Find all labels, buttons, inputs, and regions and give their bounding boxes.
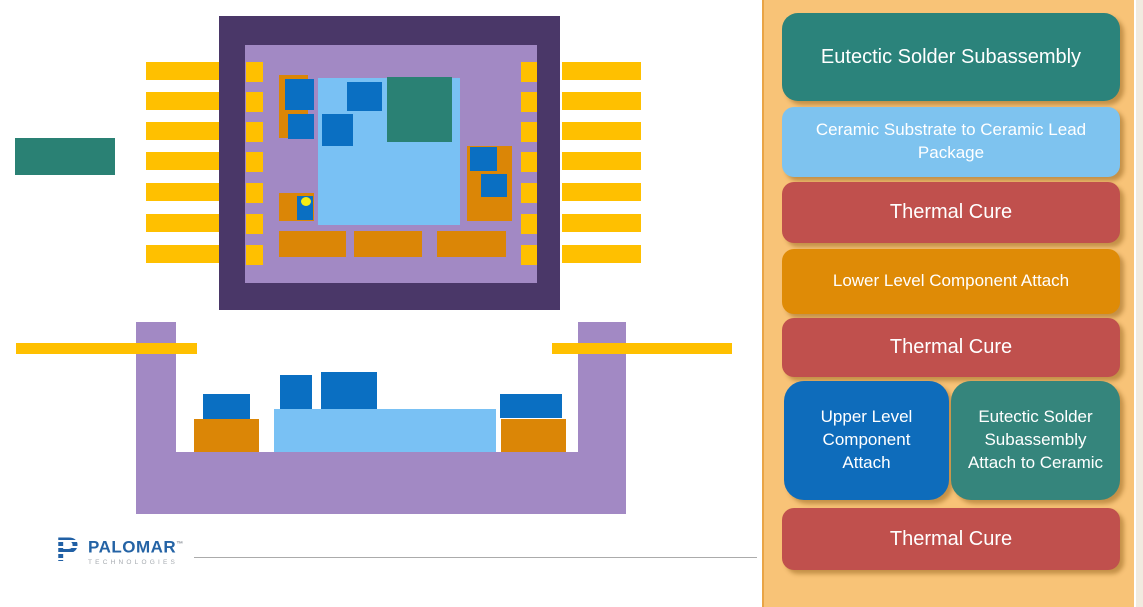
bond-pad (521, 152, 537, 172)
bond-pad (246, 92, 263, 112)
package-lead (552, 343, 732, 354)
chip-component (203, 394, 250, 419)
flow-step-thermal-cure-3: Thermal Cure (782, 508, 1120, 570)
logo-stripes (56, 536, 82, 564)
bond-pad (246, 183, 263, 203)
component-pad (501, 419, 566, 452)
package-lead (562, 214, 641, 232)
flow-step-upper-level-component-attach: Upper Level Component Attach (784, 381, 949, 500)
bond-pad (521, 245, 537, 265)
package-lead (562, 92, 641, 110)
package-lead (16, 343, 197, 354)
bond-pad (521, 214, 537, 234)
package-lead (146, 245, 219, 263)
package-lead (562, 122, 641, 140)
flow-step-thermal-cure-1: Thermal Cure (782, 182, 1120, 243)
logo-subtitle: TECHNOLOGIES (88, 558, 179, 566)
eutectic-solder-block (15, 138, 115, 175)
chip-component (280, 375, 312, 409)
flow-step-eutectic-subassembly-attach-to-ceramic: Eutectic Solder Subassembly Attach to Ce… (951, 381, 1120, 500)
palomar-logo: P PALOMAR™ TECHNOLOGIES (56, 536, 184, 566)
package-lead (562, 62, 641, 80)
package-lead (562, 183, 641, 201)
flow-step-thermal-cure-2: Thermal Cure (782, 318, 1120, 377)
package-lead (146, 152, 219, 170)
flow-step-ceramic-substrate-to-lead-package: Ceramic Substrate to Ceramic Lead Packag… (782, 107, 1120, 177)
bottom-component-bar (279, 231, 346, 257)
bond-pad (521, 122, 537, 142)
package-base (136, 452, 626, 514)
bond-pad (246, 152, 263, 172)
bond-pad (521, 183, 537, 203)
bond-pad (521, 92, 537, 112)
package-lead (146, 92, 219, 110)
chip-component (347, 82, 382, 111)
package-lead (146, 183, 219, 201)
logo-text: PALOMAR™ TECHNOLOGIES (88, 536, 184, 566)
chip-component (470, 147, 497, 171)
panel-right-edge-strip (1134, 0, 1143, 607)
die-substrate (274, 409, 496, 452)
process-flow-panel: Eutectic Solder Subassembly Ceramic Subs… (762, 0, 1134, 607)
chip-component (321, 372, 377, 409)
chip-component (285, 79, 314, 110)
chip-component (288, 114, 314, 139)
package-lead (146, 214, 219, 232)
package-lead (562, 152, 641, 170)
chip-component (322, 114, 353, 146)
chip-component (500, 394, 562, 418)
flow-step-lower-level-component-attach: Lower Level Component Attach (782, 249, 1120, 314)
eutectic-die (387, 77, 452, 142)
bond-pad (246, 214, 263, 234)
bond-pad (246, 122, 263, 142)
logo-name: PALOMAR™ (88, 537, 184, 557)
flow-step-eutectic-solder-subassembly: Eutectic Solder Subassembly (782, 13, 1120, 101)
component-pad (194, 419, 259, 452)
bottom-component-bar (437, 231, 506, 257)
package-lead (562, 245, 641, 263)
bond-pad (521, 62, 537, 82)
trademark-symbol: ™ (176, 541, 184, 548)
package-lead (146, 122, 219, 140)
chip-component (481, 174, 507, 197)
bond-pad (246, 62, 263, 82)
package-lead (146, 62, 219, 80)
palomar-logo-icon: P (56, 536, 82, 564)
bottom-component-bar (354, 231, 422, 257)
bond-pad (246, 245, 263, 265)
footer-divider-line (194, 557, 757, 558)
solder-ball-dot (301, 197, 311, 206)
